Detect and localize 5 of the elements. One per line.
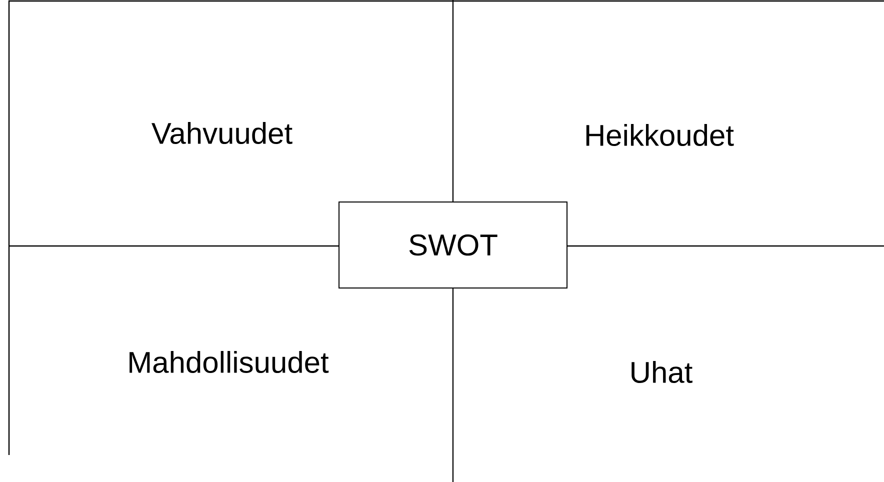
- quadrant-label: Mahdollisuudet: [130, 350, 329, 374]
- label-box: SWOT: [338, 202, 568, 288]
- quadrant-label: Vahvuudet: [152, 122, 292, 144]
- quadrant-label: Uhat: [632, 360, 692, 384]
- quadrant-label: Heikkoudet: [586, 124, 734, 146]
